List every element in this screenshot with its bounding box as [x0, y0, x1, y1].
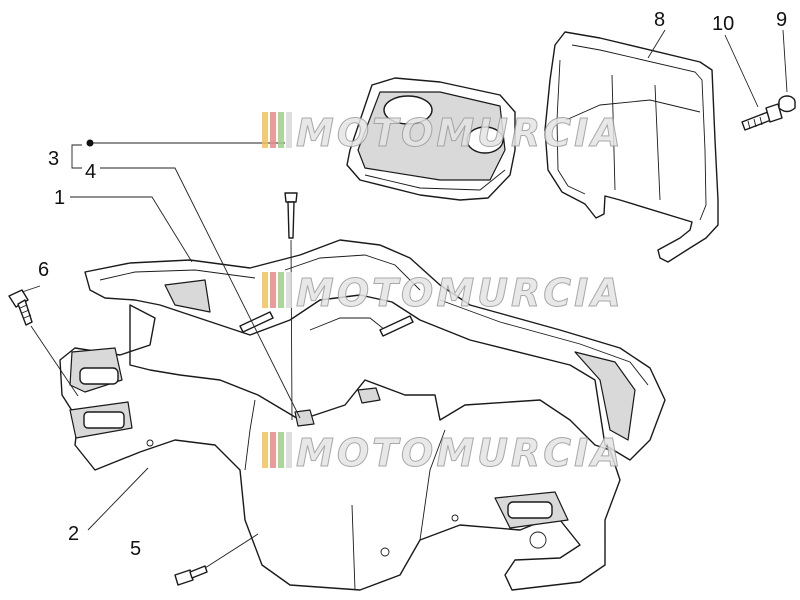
watermark-stripe	[286, 112, 292, 148]
watermark-stripe	[270, 272, 276, 308]
watermark-stripe	[278, 272, 284, 308]
callout-2: 2	[68, 523, 79, 545]
lower-handlebar-cover-part-2	[59, 304, 621, 591]
screw-part-10	[741, 103, 783, 131]
callout-8: 8	[654, 9, 665, 31]
watermark-stripe	[270, 112, 276, 148]
fasteners	[8, 192, 414, 586]
watermark-stripe	[262, 112, 268, 148]
leader-bracket-3-4	[71, 144, 82, 169]
leader-line-4	[100, 167, 301, 419]
watermark-stripe	[278, 432, 284, 468]
watermark-logo-bottom: MOTOMURCIA	[262, 431, 624, 476]
callout-numbers: 1 2 3 4 5 6 8 9 10	[38, 9, 787, 560]
callout-9: 9	[776, 9, 787, 31]
watermark-text-bottom: MOTOMURCIA	[296, 431, 624, 475]
watermark-text-top: MOTOMURCIA	[296, 111, 624, 155]
leader-line-1	[70, 196, 193, 263]
callout-4: 4	[85, 161, 96, 183]
watermark-stripe	[286, 272, 292, 308]
callout-1: 1	[54, 187, 65, 209]
callout-3: 3	[48, 148, 59, 170]
leader-line-2	[87, 467, 149, 531]
callout-10: 10	[712, 13, 734, 35]
leader-line-6b	[30, 325, 79, 397]
leader-dot-3	[86, 139, 94, 147]
leader-line-9	[782, 29, 788, 93]
watermark-stripe	[262, 272, 268, 308]
leader-line-10	[724, 34, 759, 108]
leader-line-6	[21, 285, 41, 293]
cap-nut-part-9	[778, 95, 796, 113]
watermark-stripe	[278, 112, 284, 148]
instrument-cluster	[346, 77, 516, 201]
upper-handlebar-cover-part-1	[84, 239, 666, 461]
watermark-stripe	[286, 432, 292, 468]
watermark-logo-middle: MOTOMURCIA	[262, 271, 624, 316]
watermark-logo-top: MOTOMURCIA	[262, 111, 624, 156]
watermark-text-middle: MOTOMURCIA	[296, 271, 624, 315]
leader-line-8	[647, 29, 666, 59]
watermark-stripe	[270, 432, 276, 468]
callout-6: 6	[38, 259, 49, 281]
leader-lines	[21, 29, 788, 531]
watermark-stripe	[262, 432, 268, 468]
windshield-cover-part-8	[544, 31, 719, 263]
callout-5: 5	[130, 538, 141, 560]
